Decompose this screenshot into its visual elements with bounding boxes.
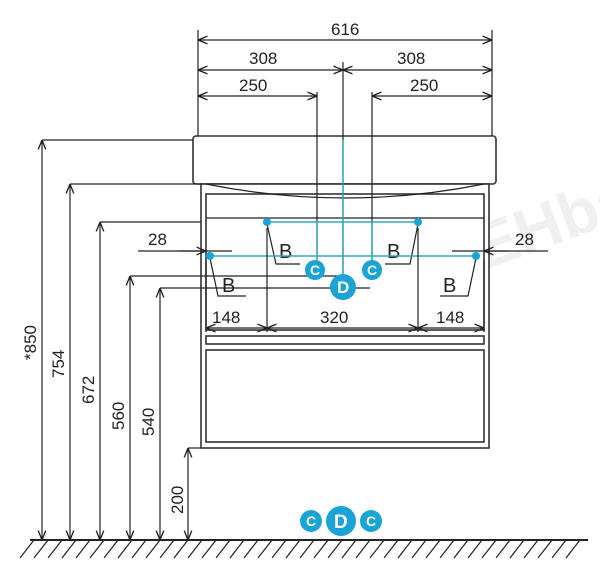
floor-hatch-line xyxy=(383,539,399,559)
dim-total-width: 616 xyxy=(331,20,359,39)
dim-height-672: 672 xyxy=(79,376,98,404)
dim-half-left: 308 xyxy=(249,49,277,68)
height-dimensions: *850 754 672 560 540 200 xyxy=(21,139,370,540)
dim-offset-right: 250 xyxy=(410,76,438,95)
floor-hatch-line xyxy=(397,539,413,559)
floor-hatch-line xyxy=(453,539,469,559)
floor-hatch-line xyxy=(341,539,357,559)
dim-height-540: 540 xyxy=(139,408,158,436)
dim-height-754: 754 xyxy=(49,350,68,378)
floor-hatch-line xyxy=(495,539,511,559)
floor-hatch-line xyxy=(103,539,119,559)
span-dimensions: 148 320 148 xyxy=(205,228,485,332)
floor-hatch-line xyxy=(425,539,441,559)
floor-hatch-line xyxy=(509,539,525,559)
floor-hatch-line xyxy=(355,539,371,559)
label-b-upper-right: B xyxy=(387,241,400,263)
side-dimensions: 28 28 xyxy=(138,230,548,251)
floor-hatch-line xyxy=(481,539,497,559)
floor-line xyxy=(19,539,588,559)
marker-d xyxy=(330,274,356,300)
floor-hatch-line xyxy=(327,539,343,559)
floor-marker-c-left-label: C xyxy=(306,513,316,529)
floor-hatch-line xyxy=(313,539,329,559)
floor-hatch-line xyxy=(285,539,301,559)
floor-hatch-line xyxy=(159,539,175,559)
floor-hatch-line xyxy=(173,539,189,559)
floor-hatch-line xyxy=(131,539,147,559)
floor-hatch-line xyxy=(117,539,133,559)
cabinet xyxy=(192,135,497,449)
floor-hatch-line xyxy=(47,539,63,559)
label-b-upper-left: B xyxy=(279,241,292,263)
floor-hatch-line xyxy=(19,539,35,559)
dim-height-560: 560 xyxy=(109,402,128,430)
marker-c-left-label: C xyxy=(310,262,320,278)
dim-half-right: 308 xyxy=(397,49,425,68)
marker-d-label: D xyxy=(337,278,349,297)
floor-hatch-line xyxy=(243,539,259,559)
dim-span-left: 148 xyxy=(212,308,240,327)
floor-hatch-line xyxy=(369,539,385,559)
dim-side-left: 28 xyxy=(148,230,167,249)
floor-hatch-line xyxy=(215,539,231,559)
dim-height-200: 200 xyxy=(168,486,187,514)
marker-c-left xyxy=(305,260,325,280)
marker-c-right xyxy=(362,260,382,280)
dim-side-right: 28 xyxy=(515,230,534,249)
floor-hatch-line xyxy=(61,539,77,559)
label-b-lower-right: B xyxy=(443,275,456,297)
floor-hatch-line xyxy=(565,539,581,559)
floor-hatch-line xyxy=(33,539,49,559)
floor-hatch-line xyxy=(201,539,217,559)
floor-hatch-line xyxy=(187,539,203,559)
fitting-b-group: B B B B xyxy=(209,223,477,297)
dim-span-right: 148 xyxy=(436,308,464,327)
floor-marker-c-right xyxy=(360,510,382,532)
floor-hatch-line xyxy=(439,539,455,559)
markers-cabinet: C C D xyxy=(305,260,382,300)
floor-hatch-line xyxy=(551,539,567,559)
dim-offset-left: 250 xyxy=(239,76,267,95)
floor-marker-c-left xyxy=(300,510,322,532)
floor-hatch-line xyxy=(467,539,483,559)
dim-span-center: 320 xyxy=(320,308,348,327)
fitting-point-lower-left xyxy=(206,252,214,260)
floor-hatch-line xyxy=(299,539,315,559)
connection-lines xyxy=(206,140,480,286)
fitting-point-upper-right xyxy=(414,218,422,226)
floor-marker-c-right-label: C xyxy=(366,513,376,529)
floor-hatch-line xyxy=(75,539,91,559)
floor-hatch-line xyxy=(537,539,553,559)
fitting-point-upper-left xyxy=(263,218,271,226)
label-b-lower-left: B xyxy=(222,275,235,297)
floor-hatch-line xyxy=(523,539,539,559)
floor-hatch-line xyxy=(271,539,287,559)
marker-c-right-label: C xyxy=(367,262,377,278)
floor-hatch-line xyxy=(257,539,273,559)
floor-marker-d xyxy=(326,506,356,536)
dim-height-850: *850 xyxy=(21,325,40,360)
markers-floor: C D C xyxy=(300,506,382,536)
floor-marker-d-label: D xyxy=(334,512,348,533)
floor-hatch-line xyxy=(89,539,105,559)
floor-hatch-line xyxy=(145,539,161,559)
fitting-point-lower-right xyxy=(472,252,480,260)
floor-hatch-line xyxy=(411,539,427,559)
floor-hatch-line xyxy=(229,539,245,559)
